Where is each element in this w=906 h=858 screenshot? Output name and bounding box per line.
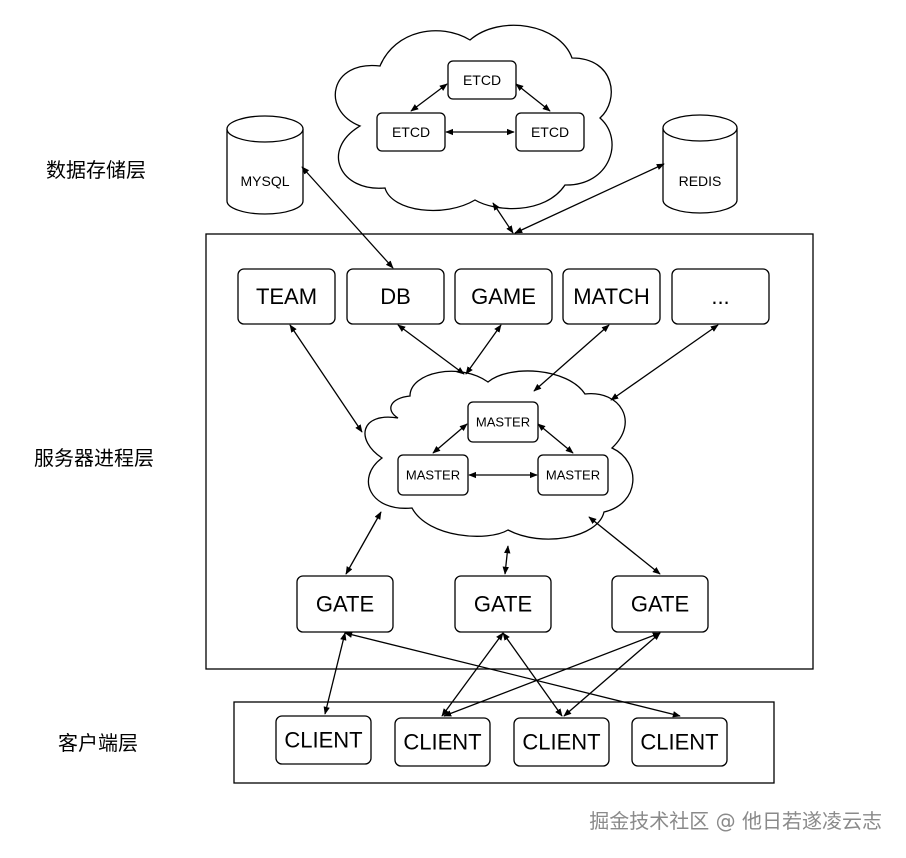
service-label: GAME <box>471 284 536 309</box>
edge-master-gate-3 <box>588 516 661 575</box>
master-label: MASTER <box>406 468 460 483</box>
client-label: CLIENT <box>522 730 600 755</box>
service-label: DB <box>380 284 411 309</box>
etcd-node-right: ETCD <box>515 112 585 152</box>
edge-match-master <box>533 324 610 392</box>
redis-label: REDIS <box>679 173 722 189</box>
client-label: CLIENT <box>284 728 362 753</box>
gate-label: GATE <box>316 592 374 617</box>
service-node-db: DB <box>346 268 445 325</box>
mysql-label: MYSQL <box>240 173 289 189</box>
etcd-label: ETCD <box>463 72 501 88</box>
client-label: CLIENT <box>403 730 481 755</box>
client-node-2: CLIENT <box>394 717 491 767</box>
edge-more-master <box>610 324 719 401</box>
edge-master-top-right <box>537 423 574 454</box>
service-label: TEAM <box>256 284 317 309</box>
client-node-3: CLIENT <box>513 717 610 767</box>
service-node-more: ... <box>671 268 770 325</box>
edge-cloud-server <box>492 202 514 234</box>
gate-node-1: GATE <box>296 575 394 633</box>
edge-master-top-left <box>432 423 468 454</box>
edge-db-master <box>397 324 465 375</box>
gate-node-3: GATE <box>611 575 709 633</box>
edge-master-gate-1 <box>345 511 382 575</box>
edge-game-master <box>465 324 502 375</box>
client-node-1: CLIENT <box>275 715 372 765</box>
layer-label-client: 客户端层 <box>58 731 138 755</box>
service-node-match: MATCH <box>562 268 661 325</box>
edge-etcd-top-left <box>410 83 448 112</box>
etcd-node-top: ETCD <box>447 60 517 100</box>
edge-redis-server <box>514 163 665 234</box>
gate-label: GATE <box>474 592 532 617</box>
service-label: MATCH <box>573 284 650 309</box>
client-label: CLIENT <box>640 730 718 755</box>
edge-gate2-client2 <box>441 632 504 717</box>
edge-master-gate-2 <box>502 545 511 575</box>
etcd-node-left: ETCD <box>376 112 446 152</box>
edge-etcd-top-right <box>515 83 551 112</box>
redis-database: REDIS <box>662 114 738 214</box>
master-label: MASTER <box>476 415 530 430</box>
edge-gate1-client1 <box>323 632 347 715</box>
gate-label: GATE <box>631 592 689 617</box>
master-node-left: MASTER <box>397 454 469 496</box>
etcd-label: ETCD <box>392 124 430 140</box>
master-node-right: MASTER <box>537 454 609 496</box>
edge-gate3-client3 <box>563 632 661 717</box>
service-node-game: GAME <box>454 268 553 325</box>
client-node-4: CLIENT <box>631 717 728 767</box>
layer-label-storage: 数据存储层 <box>46 158 146 182</box>
edge-mysql-db <box>301 166 394 269</box>
master-node-top: MASTER <box>467 401 539 443</box>
edge-team-master <box>289 324 363 433</box>
master-label: MASTER <box>546 468 600 483</box>
etcd-label: ETCD <box>531 124 569 140</box>
gate-node-2: GATE <box>454 575 552 633</box>
watermark: 掘金技术社区 @ 他日若遂凌云志 <box>589 809 882 833</box>
mysql-database: MYSQL <box>226 115 304 215</box>
service-node-team: TEAM <box>237 268 336 325</box>
layer-label-server: 服务器进程层 <box>34 446 154 470</box>
service-label: ... <box>711 284 729 309</box>
